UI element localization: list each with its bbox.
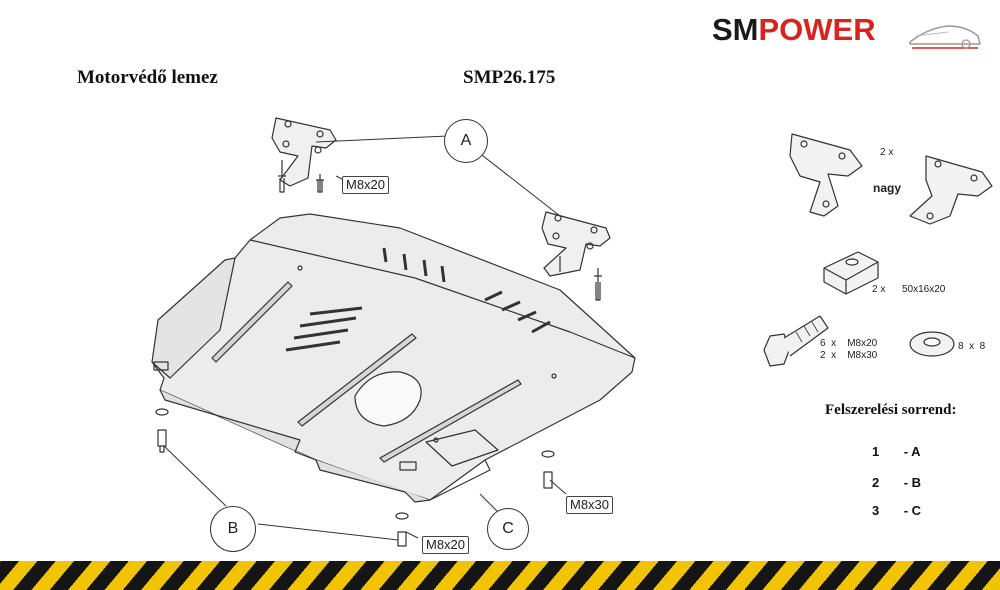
hazard-stripe-footer: [0, 561, 1000, 590]
parts-illustrations: [763, 133, 993, 367]
bolt-quantity-m8x30: 2 x M8x30: [820, 350, 878, 361]
bolt-size-label-bottom: M8x20: [422, 536, 470, 554]
callout-circle-a: A: [444, 119, 488, 163]
spacer-size: 50x16x20: [902, 284, 946, 295]
bracket-a-right: [541, 211, 611, 277]
callout-c-label: C: [502, 520, 514, 537]
assembly-step-1: 1 - A: [872, 443, 921, 461]
assembly-step-3-number: 3: [872, 503, 880, 518]
bolt-quantity-m8x20: 6 x M8x20: [820, 338, 878, 349]
assembly-step-2-label: - B: [903, 475, 922, 490]
assembly-step-3-label: - C: [903, 503, 922, 518]
logo-sm-text: SM: [712, 12, 759, 47]
skid-plate-diagram: [151, 117, 636, 547]
assembly-step-3: 3 - C: [872, 502, 921, 520]
callout-circle-b: B: [210, 506, 256, 552]
callout-b-label: B: [227, 520, 239, 537]
assembly-step-1-label: - A: [903, 444, 921, 459]
bracket-a-left: [271, 117, 337, 187]
car-silhouette-icon: [909, 25, 981, 49]
bracket-large-2: [909, 155, 993, 225]
bracket-quantity: 2 x: [880, 147, 894, 158]
smpower-logo: SMPOWER: [712, 14, 982, 54]
logo-power-text: POWER: [758, 12, 876, 47]
assembly-step-2-number: 2: [872, 475, 880, 490]
product-code: SMP26.175: [463, 67, 556, 88]
bracket-label: nagy: [873, 181, 902, 195]
assembly-step-1-number: 1: [872, 444, 880, 459]
spacer-quantity: 2 x: [872, 284, 886, 295]
bolt-size-label-right: M8x30: [566, 496, 614, 514]
assembly-order-title: Felszerelési sorrend:: [825, 402, 957, 418]
bolt-size-label-top: M8x20: [342, 176, 390, 194]
assembly-step-2: 2 - B: [872, 474, 921, 492]
callout-circle-c: C: [487, 508, 529, 550]
washer-quantity: 8 x 8: [958, 341, 986, 352]
callout-a-label: A: [460, 132, 472, 149]
product-name: Motorvédő lemez: [77, 67, 218, 88]
